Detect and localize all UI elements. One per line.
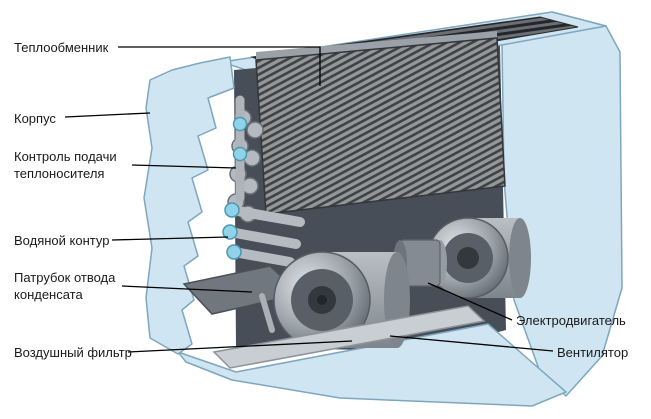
- label-water-circuit: Водяной контур: [14, 233, 110, 248]
- label-housing: Корпус: [14, 111, 56, 126]
- leader-air-filter: [127, 340, 353, 353]
- leader-electric-motor: [427, 282, 513, 321]
- leader-heat-exchanger: [118, 46, 321, 86]
- label-electric-motor: Электродвигатель: [516, 313, 626, 328]
- leader-condensate: [121, 285, 253, 293]
- casing-bottom-shell: [177, 323, 567, 407]
- label-fan: Вентилятор: [557, 345, 629, 360]
- leader-lines: [64, 46, 554, 353]
- casing-right-panel: [501, 11, 623, 397]
- label-air-filter: Воздушный фильтр: [14, 345, 132, 360]
- heat-exchanger-top-edge: [256, 31, 497, 60]
- label-heat-exchanger: Теплообменник: [14, 40, 109, 55]
- control-valve: [232, 95, 248, 203]
- label-condensate-drain: Патрубок отвода конденсата: [14, 270, 116, 302]
- leader-coolant-control: [131, 164, 237, 169]
- fan-drum-rear: [427, 217, 531, 299]
- supply-pipes: [222, 202, 305, 267]
- heat-exchanger-illustration: [255, 37, 506, 215]
- air-filter-slab: [212, 305, 486, 369]
- leader-housing: [64, 112, 151, 118]
- leader-water-circuit: [111, 236, 229, 241]
- label-coolant-control: Контроль подачи теплоносителя: [14, 149, 117, 181]
- casing-left-torn-edge: [143, 56, 235, 355]
- leader-fan: [389, 335, 554, 352]
